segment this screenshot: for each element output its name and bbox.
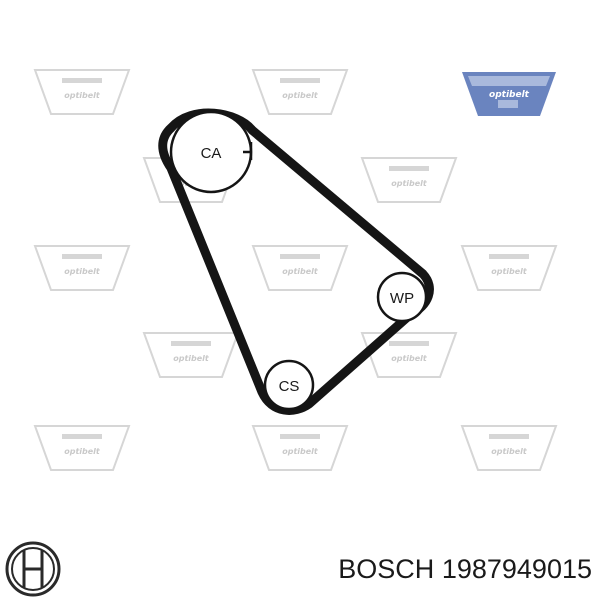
watermark-tile: optibelt [360,332,458,378]
watermark-text: optibelt [64,267,101,276]
water-pump-label: WP [390,290,414,307]
watermark-tile: optibelt [251,245,349,291]
watermark-tile: optibelt [460,245,558,291]
camshaft-label: CA [201,145,222,162]
watermark-tile: optibelt [360,157,458,203]
crankshaft-pulley: CS [263,359,315,411]
watermark-tile: optibelt [33,69,131,115]
water-pump-pulley: WP [376,271,428,323]
watermark-text: optibelt [491,267,528,276]
watermark-tile: optibelt [142,332,240,378]
part-number: 1987949015 [441,554,592,584]
watermark-text: optibelt [391,354,428,363]
watermark-text: optibelt [64,91,101,100]
watermark-layer: optibelt optibelt optibelt optibelt optibelt… [33,69,558,471]
watermark-text: optibelt [64,447,101,456]
watermark-text: optibelt [282,267,319,276]
watermark-text: optibelt [491,447,528,456]
watermark-tile: optibelt [33,425,131,471]
watermark-tile: optibelt [251,425,349,471]
belt-diagram: optibelt optibelt optibelt optibelt optibelt… [33,69,558,471]
footer: BOSCH 1987949015 [0,538,600,600]
watermark-text: optibelt [391,179,428,188]
optibelt-logo-icon: optibelt [462,72,556,116]
bosch-armature-icon [5,541,61,597]
watermark-tile: optibelt [460,425,558,471]
brand-name: BOSCH [338,554,435,584]
watermark-text: optibelt [282,91,319,100]
camshaft-pulley: CA [169,110,253,194]
watermark-text: optibelt [173,354,210,363]
optibelt-logo-text: optibelt [489,90,530,100]
product-caption: BOSCH 1987949015 [338,554,592,585]
watermark-tile: optibelt [251,69,349,115]
watermark-text: optibelt [282,447,319,456]
watermark-tile: optibelt [33,245,131,291]
crankshaft-label: CS [279,378,300,395]
